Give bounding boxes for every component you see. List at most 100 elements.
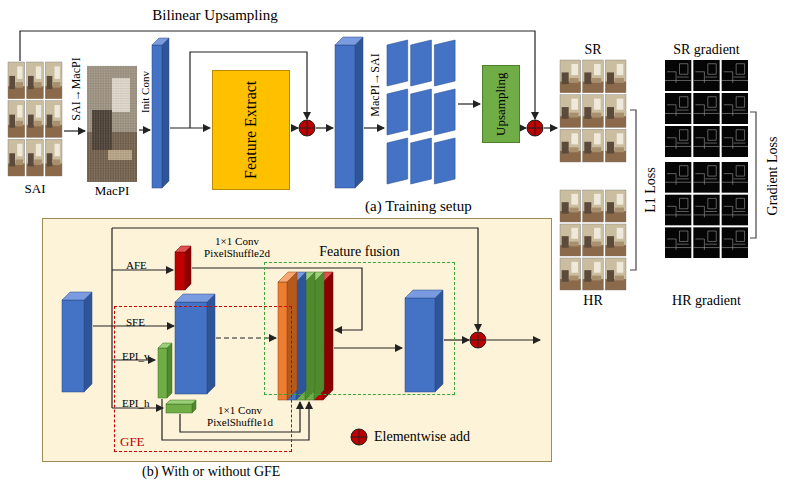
branch-name-box: EPI_h: [122, 393, 150, 411]
arrow: [291, 127, 298, 128]
sai-feature-panel: [411, 40, 432, 86]
macpi-texture: [87, 96, 137, 97]
room-furniture: [607, 236, 614, 248]
room-window: [17, 105, 22, 117]
room-furniture: [47, 115, 53, 128]
output-arrow: [487, 339, 540, 340]
edge-label: SAI→MacPI: [70, 57, 83, 120]
gradient-edges: [693, 231, 719, 250]
macpi-texture: [87, 173, 137, 174]
box-label: GFE: [120, 435, 145, 449]
room-table: [34, 121, 42, 127]
module-panel: (b) With or without GFEGFEFeature fusion: [42, 218, 552, 480]
room-window: [571, 99, 578, 110]
slab-side: [207, 294, 215, 394]
gradient-edges: [665, 231, 691, 250]
room-table: [615, 78, 624, 83]
room-table: [592, 242, 601, 247]
room-table: [615, 242, 624, 247]
room-wall: [27, 139, 44, 176]
fusion-arrow: [334, 347, 402, 348]
dashed-group: Feature fusion: [264, 244, 455, 395]
macpi-texture: [87, 118, 137, 119]
sr-images: [560, 60, 626, 162]
room-furniture: [584, 202, 591, 214]
sai-feature-panel: [411, 89, 432, 135]
legend-label: Elementwise add: [374, 429, 470, 444]
macpi-texture: [87, 123, 137, 124]
gradient-tile: [693, 126, 719, 157]
sfe-output-line: [216, 337, 276, 338]
macpi-texture: [87, 126, 137, 127]
gradient-tile: [722, 126, 748, 157]
room-wall: [583, 258, 604, 290]
loss-label-box: L1 Loss: [641, 167, 659, 213]
room-window: [571, 228, 578, 239]
arrow-label: Init Conv: [139, 71, 151, 113]
macpi-texture: [87, 148, 137, 149]
macpi-texture: [87, 176, 137, 177]
macpi-texture: [87, 98, 137, 99]
arrow: [316, 127, 333, 128]
room-wall: [605, 60, 626, 93]
slab-side: [314, 272, 324, 400]
room-table: [569, 276, 578, 281]
room-wall: [605, 224, 626, 256]
macpi-texture: [87, 103, 137, 104]
slab-side: [296, 272, 306, 400]
room-wall: [560, 129, 581, 162]
sai-feature-grid: [387, 40, 455, 184]
gradient-edges: [693, 198, 719, 217]
loss-label-box: Gradient Loss: [763, 137, 781, 216]
macpi-texture: [87, 73, 137, 74]
slab-top: [405, 290, 443, 298]
macpi-texture: [87, 128, 137, 129]
arrow-label: Bilinear Upsampling: [152, 7, 277, 24]
slab-front: [158, 348, 167, 398]
slab-top: [175, 246, 191, 252]
gradient-edges: [722, 198, 748, 217]
room-furniture: [562, 202, 569, 214]
macpi-ground: [87, 66, 137, 182]
room-window: [594, 194, 601, 205]
add-cross: [299, 120, 315, 136]
room-window: [594, 64, 601, 75]
sai-feature-panel: [387, 40, 408, 86]
room-table: [34, 160, 42, 166]
room-wall: [560, 258, 581, 290]
image-node: HR: [560, 190, 626, 308]
init-conv-arrow: [139, 129, 150, 130]
slab-front: [405, 298, 435, 392]
slab-side: [185, 246, 191, 290]
room-furniture: [47, 76, 53, 89]
l1-loss-bracket: [630, 110, 636, 270]
branch-name-box: AFE: [126, 255, 147, 273]
room-furniture: [607, 142, 614, 154]
add-circle: [351, 429, 367, 445]
room-wall: [605, 95, 626, 128]
macpi-texture: [87, 108, 137, 109]
macpi-texture: [87, 158, 137, 159]
process-box: Feature Extract: [212, 70, 290, 190]
branch-name-box: EPI_v: [122, 346, 150, 364]
gradient-tile: [722, 93, 748, 124]
image-caption: SAI: [25, 182, 46, 196]
gradient-edges: [693, 97, 719, 116]
add-cross: [527, 120, 543, 136]
room-wall: [45, 62, 62, 99]
room-wall: [560, 190, 581, 222]
sai-feature-panel: [387, 89, 408, 135]
arrow-label-box: Init Conv: [135, 71, 153, 113]
macpi-texture: [87, 76, 137, 77]
room-wall: [583, 60, 604, 93]
branch-trunk: [111, 228, 112, 408]
gradient-tile: [665, 126, 691, 157]
room-furniture: [562, 142, 569, 154]
slab-front: [175, 252, 185, 290]
arrow-label: MacPI→SAI: [369, 53, 382, 116]
room-wall: [583, 224, 604, 256]
gradient-tile: [722, 195, 748, 226]
room-furniture: [607, 202, 614, 214]
sai-feature-panel: [434, 40, 455, 86]
